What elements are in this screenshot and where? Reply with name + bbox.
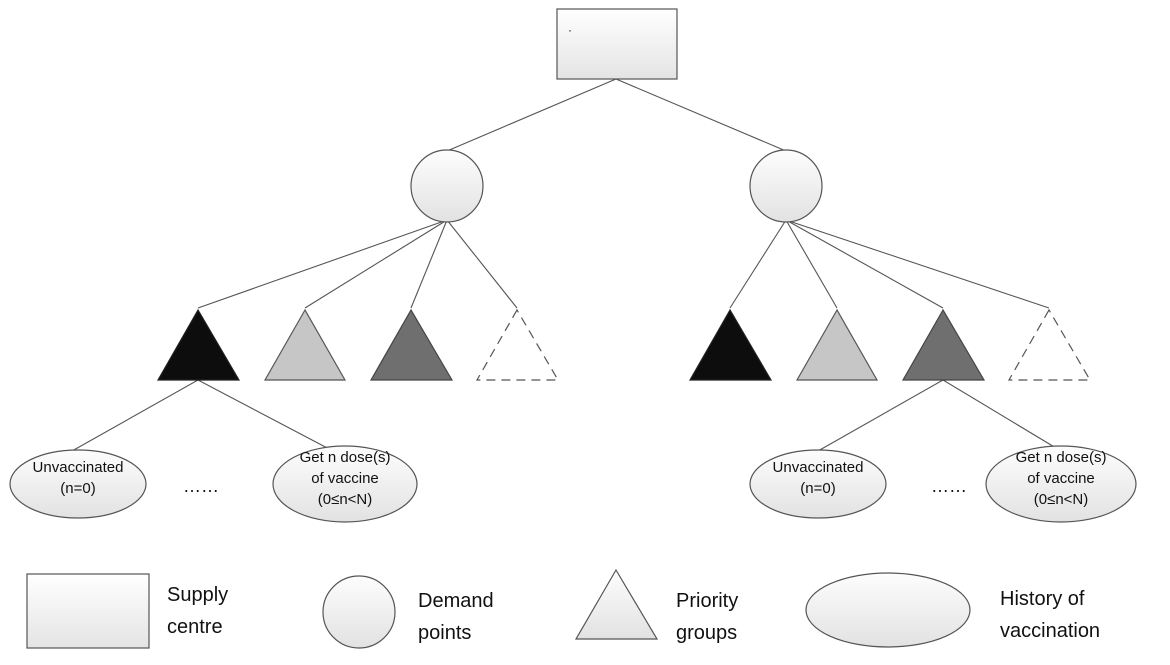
connector-lines xyxy=(71,78,1062,452)
edge-supply-to-left-demand xyxy=(446,78,617,152)
edge-right-demand-to-group-4 xyxy=(785,219,1050,309)
edge-left-group-to-dosed xyxy=(197,379,334,452)
priority-group-dashed xyxy=(475,308,560,381)
history-left-dosed: Get n dose(s) of vaccine (0≤n<N) xyxy=(272,445,418,523)
edge-right-demand-to-group-1 xyxy=(729,219,787,309)
legend-circle-icon xyxy=(322,575,396,649)
legend-item-history: History of vaccination xyxy=(805,572,1100,648)
priority-groups-left xyxy=(156,308,560,381)
legend-supply-line-1: Supply xyxy=(167,584,228,606)
legend-item-demand: Demand points xyxy=(322,575,494,649)
demand-point-right xyxy=(749,149,823,223)
history-ellipsis-left: …… xyxy=(183,476,219,496)
history-ellipsis-right: …… xyxy=(931,476,967,496)
edge-left-group-to-unvaccinated xyxy=(71,379,199,452)
history-label-line-3: (0≤n<N) xyxy=(318,491,373,508)
priority-group-dark-grey xyxy=(901,308,986,381)
legend-ellipse-icon xyxy=(805,572,971,648)
priority-group-light-grey xyxy=(795,308,879,381)
demand-point-left xyxy=(410,149,484,223)
legend-priority-line-1: Priority xyxy=(676,590,738,612)
history-label-line-1: Get n dose(s) xyxy=(300,449,391,466)
priority-group-dark-grey xyxy=(369,308,454,381)
legend-demand-line-2: points xyxy=(418,622,471,644)
legend-item-priority: Priority groups xyxy=(574,568,738,644)
history-label-line-1: Get n dose(s) xyxy=(1016,449,1107,466)
history-label-line-3: (0≤n<N) xyxy=(1034,491,1089,508)
priority-groups-right xyxy=(688,308,1092,381)
legend-rectangle-icon xyxy=(26,573,150,649)
history-label-line-1: Unvaccinated xyxy=(773,459,864,476)
history-label-line-2: of vaccine xyxy=(1027,470,1095,487)
edge-left-demand-to-group-4 xyxy=(446,219,518,309)
supply-centre-mark: · xyxy=(568,23,572,37)
history-label-line-1: Unvaccinated xyxy=(33,459,124,476)
history-label-line-2: (n=0) xyxy=(800,480,835,497)
legend-triangle-icon xyxy=(574,568,659,640)
history-label-line-2: of vaccine xyxy=(311,470,379,487)
edge-right-demand-to-group-2 xyxy=(785,219,838,309)
legend-supply-line-2: centre xyxy=(167,616,223,638)
priority-group-light-grey xyxy=(263,308,347,381)
legend-demand-line-1: Demand xyxy=(418,590,494,612)
history-right-unvaccinated: Unvaccinated (n=0) xyxy=(749,449,887,519)
history-left-unvaccinated: Unvaccinated (n=0) xyxy=(9,449,147,519)
edge-supply-to-right-demand xyxy=(615,78,787,152)
edge-right-group-to-dosed xyxy=(942,379,1062,452)
legend-history-line-2: vaccination xyxy=(1000,620,1100,642)
priority-group-black xyxy=(156,308,241,381)
edge-left-demand-to-group-1 xyxy=(197,219,448,309)
supply-centre-node: · xyxy=(556,8,678,80)
legend-item-supply: Supply centre xyxy=(26,573,228,649)
legend-priority-line-2: groups xyxy=(676,622,737,644)
edge-left-demand-to-group-2 xyxy=(304,219,448,309)
priority-group-black xyxy=(688,308,773,381)
priority-group-dashed xyxy=(1007,308,1092,381)
history-right-dosed: Get n dose(s) of vaccine (0≤n<N) xyxy=(985,445,1137,523)
history-label-line-2: (n=0) xyxy=(60,480,95,497)
edge-left-demand-to-group-3 xyxy=(410,219,448,309)
legend-history-line-1: History of xyxy=(1000,588,1085,610)
legend: Supply centre Demand points Priority gro… xyxy=(26,568,1100,649)
edge-right-demand-to-group-3 xyxy=(785,219,944,309)
edge-right-group-to-unvaccinated xyxy=(817,379,944,452)
